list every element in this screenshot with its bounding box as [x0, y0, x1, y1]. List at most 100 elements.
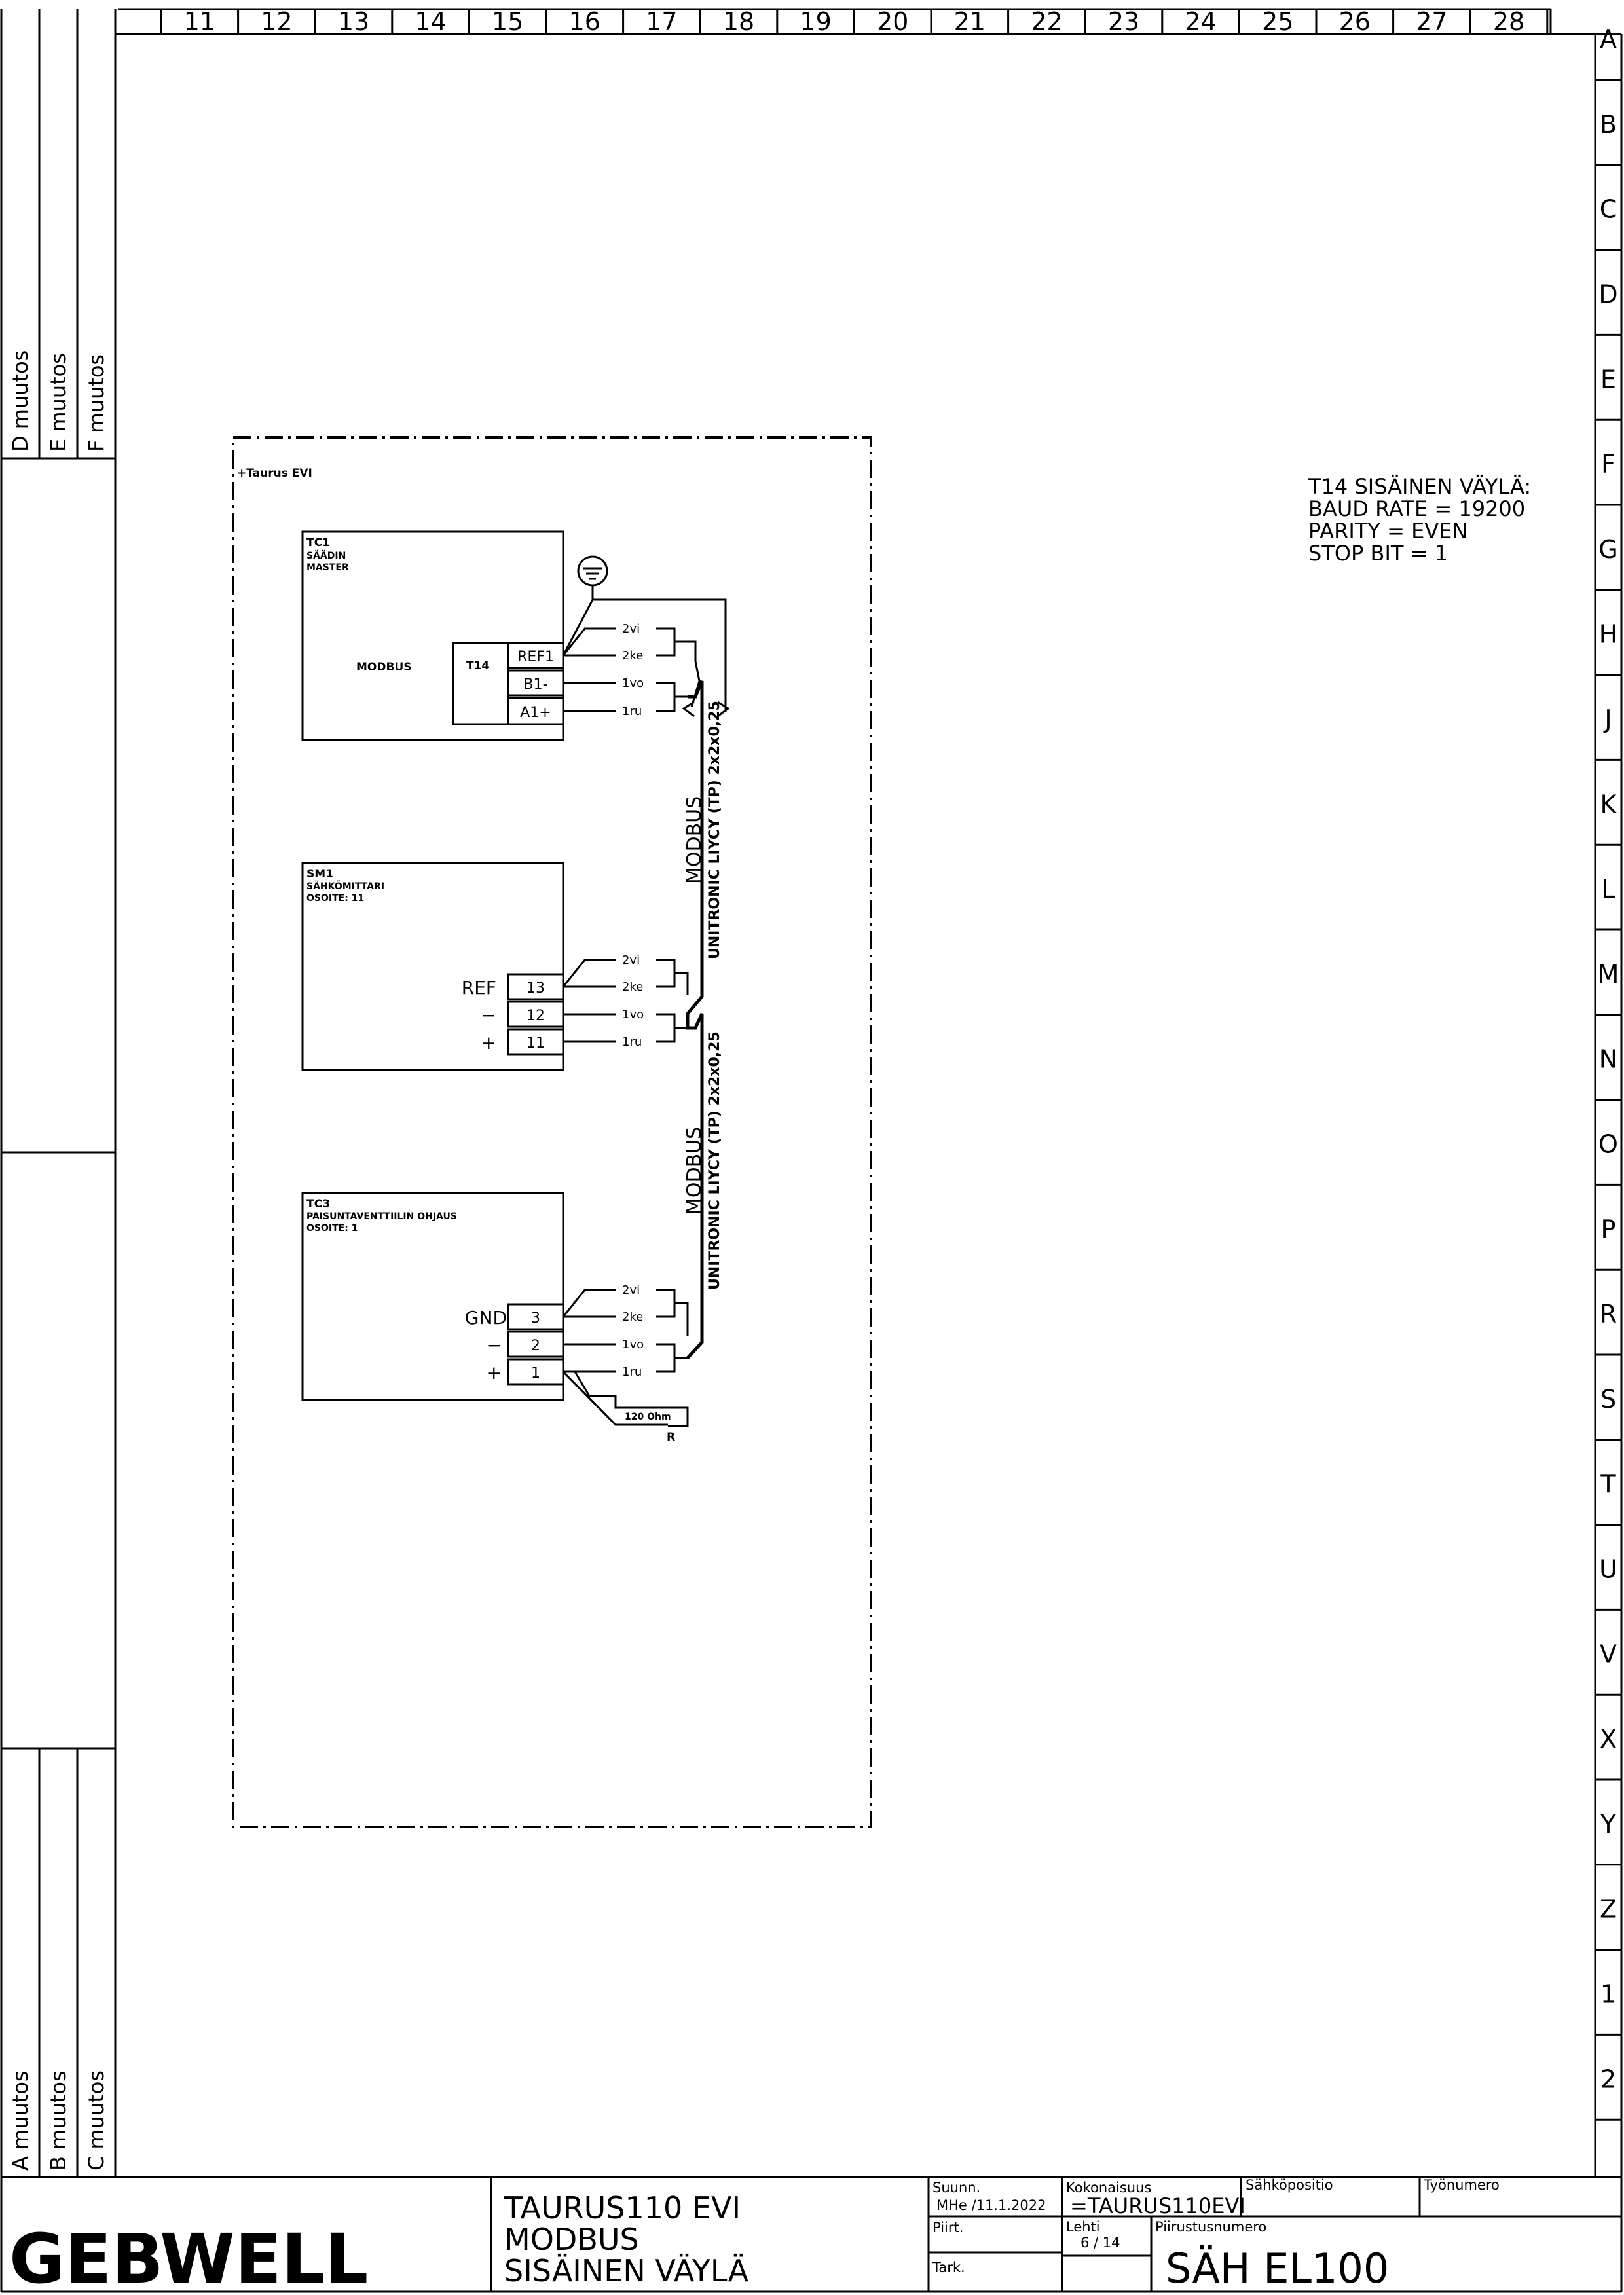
title-line-1: TAURUS110 EVI [504, 2190, 741, 2226]
checked-label: Tark. [932, 2260, 965, 2275]
column-label: 16 [569, 7, 600, 36]
tc1-terminal-a1: A1+ [520, 705, 551, 721]
revision-d: D muutos [8, 350, 33, 452]
sm1-pin-plus: + [481, 1032, 496, 1054]
column-label: 15 [492, 7, 523, 36]
sheet-label: Lehti [1066, 2219, 1100, 2235]
sm1-terminal-11: 11 [526, 1035, 545, 1052]
column-label: 17 [646, 7, 677, 36]
tc3-pin-minus: − [487, 1334, 502, 1356]
row-label: U [1599, 1555, 1617, 1584]
row-label: Z [1600, 1895, 1617, 1924]
cable-upper: MODBUS UNITRONIC LIYCY (TP) 2x2x0,25 [683, 701, 723, 959]
row-label: 1 [1600, 1980, 1616, 2009]
title-line-3: SISÄINEN VÄYLÄ [504, 2253, 749, 2288]
position-label: Sähköpositio [1246, 2177, 1333, 2193]
resistor-tag: R [667, 1431, 675, 1444]
tc1-tag: TC1 [306, 536, 330, 549]
revision-a: A muutos [8, 2070, 33, 2171]
row-label: P [1601, 1215, 1616, 1243]
note-line-1: T14 SISÄINEN VÄYLÄ: [1308, 474, 1531, 499]
tc3-wire-1vo: 1vo [622, 1338, 644, 1351]
title-block: GEBWELL TAURUS110 EVI MODBUS SISÄINEN VÄ… [9, 2177, 1621, 2295]
earth-icon [577, 555, 608, 587]
row-label: N [1599, 1045, 1617, 1074]
device-sm1: SM1 SÄHKÖMITTARI OSOITE: 11 13 12 11 REF… [301, 862, 704, 1316]
column-label: 18 [723, 7, 754, 36]
row-label: J [1603, 705, 1612, 734]
revision-b: B muutos [46, 2070, 71, 2171]
column-label: 24 [1185, 7, 1216, 36]
sm1-line1: SÄHKÖMITTARI [306, 880, 384, 892]
tc1-wire-1ru: 1ru [622, 705, 642, 718]
tc1-connector: T14 [466, 659, 489, 672]
tc3-pin-plus: + [487, 1362, 502, 1384]
sm1-line2: OSOITE: 11 [306, 893, 364, 904]
row-label: O [1598, 1130, 1618, 1159]
column-label: 22 [1031, 7, 1062, 36]
sm1-wire-1ru: 1ru [622, 1035, 642, 1049]
column-label: 20 [877, 7, 908, 36]
tc1-terminal-ref1: REF1 [517, 649, 554, 665]
row-label: F [1601, 450, 1615, 479]
row-label: X [1600, 1725, 1617, 1753]
tc3-wire-1ru: 1ru [622, 1365, 642, 1379]
note-line-2: BAUD RATE = 19200 [1308, 496, 1525, 521]
drawn-label: Piirt. [932, 2220, 963, 2235]
cable-upper-name: MODBUS [683, 796, 706, 884]
sm1-wire-2vi: 2vi [622, 953, 640, 967]
gebwell-logo: GEBWELL [9, 2219, 368, 2295]
enclosure-label: +Taurus EVI [237, 467, 312, 480]
tc3-terminal-1: 1 [531, 1365, 540, 1382]
tc1-wire-1vo: 1vo [622, 676, 644, 690]
tc3-wire-2vi: 2vi [622, 1283, 640, 1297]
cable-lower-spec: UNITRONIC LIYCY (TP) 2x2x0,25 [707, 1031, 723, 1290]
revision-f: F muutos [84, 354, 109, 452]
sm1-wire-2ke: 2ke [622, 980, 643, 994]
sm1-pin-minus: − [481, 1004, 496, 1026]
assembly-value: =TAURUS110EVI [1070, 2194, 1246, 2218]
revision-strip: D muutos E muutos F muutos A muutos B mu… [1, 9, 115, 2177]
tc3-terminal-3: 3 [531, 1310, 540, 1327]
tc3-tag: TC3 [306, 1198, 330, 1211]
drawing-number-label: Piirustusnumero [1155, 2219, 1266, 2235]
column-label: 11 [184, 7, 215, 36]
row-label: K [1600, 790, 1617, 818]
bus-settings-note: T14 SISÄINEN VÄYLÄ: BAUD RATE = 19200 PA… [1308, 474, 1531, 566]
tc3-terminal-2: 2 [531, 1338, 540, 1354]
row-label: C [1600, 195, 1617, 224]
note-line-4: STOP BIT = 1 [1308, 541, 1448, 566]
tc3-line1: PAISUNTAVENTTIILIN OHJAUS [306, 1211, 457, 1222]
row-label: B [1600, 110, 1617, 139]
column-label: 19 [800, 7, 831, 36]
drawing-frame [0, 8, 1623, 2293]
row-label: V [1600, 1640, 1617, 1668]
device-tc1: TC1 SÄÄDIN MASTER MODBUS T14 REF1 B1- A1… [301, 530, 730, 976]
resistor-value: 120 Ohm [625, 1412, 671, 1422]
column-label: 13 [338, 7, 369, 36]
row-label: L [1601, 875, 1615, 904]
sheet-value: 6 / 14 [1080, 2235, 1120, 2250]
column-label: 27 [1416, 7, 1447, 36]
cable-lower: MODBUS UNITRONIC LIYCY (TP) 2x2x0,25 [683, 1031, 723, 1290]
column-label: 28 [1493, 7, 1524, 36]
row-label: T [1600, 1470, 1616, 1499]
row-label: D [1598, 280, 1617, 309]
column-label: 21 [954, 7, 986, 36]
tc1-line2: MASTER [306, 562, 349, 573]
tc1-wire-2vi: 2vi [622, 622, 640, 636]
sm1-wire-1vo: 1vo [622, 1008, 644, 1021]
column-label: 14 [415, 7, 446, 36]
row-label: R [1600, 1300, 1617, 1329]
tc3-wire-2ke: 2ke [622, 1310, 643, 1324]
cable-lower-name: MODBUS [683, 1127, 706, 1215]
tc3-line2: OSOITE: 1 [306, 1223, 358, 1234]
sm1-terminal-13: 13 [526, 980, 545, 997]
device-tc3: TC3 PAISUNTAVENTTIILIN OHJAUS OSOITE: 1 … [301, 1192, 704, 1444]
enclosure: +Taurus EVI [232, 436, 872, 1828]
row-label: E [1600, 365, 1616, 394]
designer-label: Suunn. [932, 2180, 980, 2195]
column-label: 26 [1339, 7, 1371, 36]
